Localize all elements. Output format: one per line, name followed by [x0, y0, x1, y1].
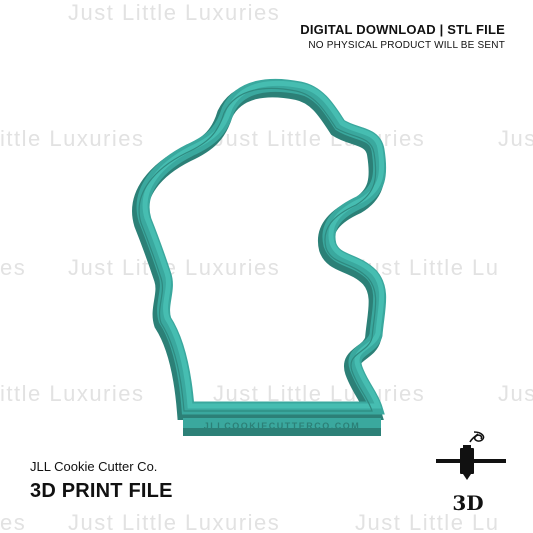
- 3d-printer-icon: 3D: [436, 431, 506, 515]
- brand-name: JLL Cookie Cutter Co.: [30, 459, 158, 474]
- cutter-base-text: JLLCOOKIECUTTERCO.COM: [204, 421, 361, 431]
- 3d-label: 3D: [452, 491, 483, 515]
- brand-block: JLL Cookie Cutter Co. 3D PRINT FILE: [30, 459, 173, 503]
- notice-subtitle: NO PHYSICAL PRODUCT WILL BE SENT: [308, 40, 505, 51]
- product-type: 3D PRINT FILE: [30, 480, 173, 502]
- download-notice: DIGITAL DOWNLOAD | STL FILE NO PHYSICAL …: [300, 22, 505, 51]
- notice-title: DIGITAL DOWNLOAD | STL FILE: [300, 22, 505, 37]
